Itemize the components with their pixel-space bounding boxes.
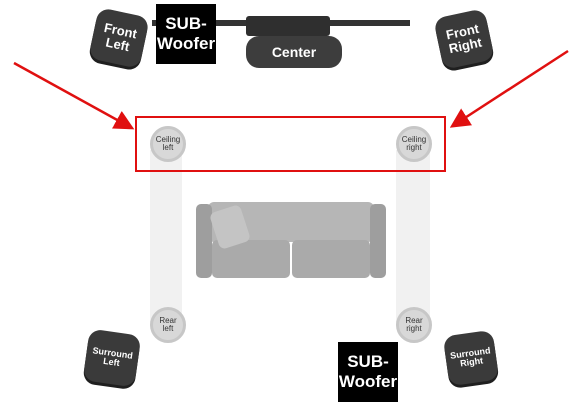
surround-left-speaker[interactable]: Surround Left	[82, 328, 142, 388]
rear-right-label: Rear right	[405, 315, 423, 333]
subwoofer-top[interactable]: SUB- Woofer	[156, 4, 216, 64]
ceiling-left-label: Ceiling left	[155, 134, 181, 152]
surround-right-label: Surround Right	[449, 344, 491, 369]
ceiling-left-speaker[interactable]: Ceiling left	[150, 126, 186, 162]
right-arrow	[449, 49, 569, 128]
subwoofer-top-label: SUB- Woofer	[156, 14, 216, 53]
subwoofer-bottom[interactable]: SUB- Woofer	[338, 342, 398, 402]
sofa-arm-right	[370, 204, 386, 278]
center-label: Center	[271, 44, 317, 60]
sofa-seat-right	[292, 240, 370, 278]
sofa-arm-left	[196, 204, 212, 278]
ceiling-right-speaker[interactable]: Ceiling right	[396, 126, 432, 162]
subwoofer-bottom-label: SUB- Woofer	[338, 352, 398, 391]
surround-left-label: Surround Left	[92, 344, 134, 369]
ceiling-highlight-box	[135, 116, 446, 172]
tv-stand	[246, 16, 330, 36]
center-speaker[interactable]: Center	[246, 36, 342, 68]
rear-right-speaker[interactable]: Rear right	[396, 307, 432, 343]
rear-left-label: Rear left	[159, 315, 177, 333]
right-lane	[396, 150, 430, 325]
surround-right-speaker[interactable]: Surround Right	[442, 329, 500, 387]
sofa	[196, 202, 386, 280]
left-lane	[150, 150, 182, 325]
ceiling-right-label: Ceiling right	[401, 134, 427, 152]
rear-left-speaker[interactable]: Rear left	[150, 307, 186, 343]
left-arrow	[13, 61, 135, 130]
